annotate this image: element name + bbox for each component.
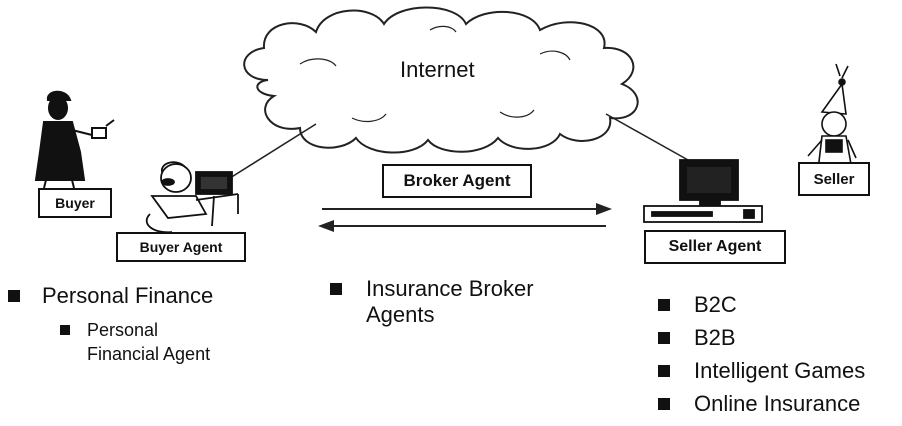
buyer-label-box: Buyer xyxy=(38,188,112,218)
seller-agent-label-box: Seller Agent xyxy=(644,230,786,264)
broker-agent-label: Broker Agent xyxy=(403,171,511,190)
seller-item-intelligent-games: Intelligent Games xyxy=(694,358,866,383)
bullet-icon xyxy=(658,332,670,344)
cloud-to-seller-agent-line xyxy=(605,113,689,161)
bullet-icon xyxy=(330,283,342,295)
cloud-to-buyer-agent-line xyxy=(229,123,317,179)
personal-financial-agent-line1: Personal xyxy=(87,320,159,340)
internet-cloud xyxy=(243,6,639,154)
buyer-figure xyxy=(34,90,115,189)
seller-item-b2c: B2C xyxy=(694,292,737,317)
seller-list-item: B2C xyxy=(658,292,865,325)
buyer-list-subitem: Personal Financial Agent xyxy=(60,318,210,366)
bullet-icon xyxy=(658,398,670,410)
internet-label: Internet xyxy=(400,57,475,82)
seller-agent-computer xyxy=(643,159,763,223)
seller-agent-label: Seller Agent xyxy=(668,238,762,255)
bullet-icon xyxy=(60,325,70,335)
insurance-broker-line2: Agents xyxy=(366,302,435,327)
buyer-agent-label-box: Buyer Agent xyxy=(116,232,246,262)
bullet-icon xyxy=(658,365,670,377)
buyer-agent-figure xyxy=(145,161,239,234)
personal-financial-agent-line2: Financial Agent xyxy=(87,344,211,364)
seller-list-item: B2B xyxy=(658,325,865,358)
seller-label: Seller xyxy=(813,170,855,188)
seller-list: B2C B2B Intelligent Games Online Insuran… xyxy=(658,292,865,424)
arrow-to-buyer-head xyxy=(318,220,334,232)
seller-list-item: Intelligent Games xyxy=(658,358,865,391)
message-arrows xyxy=(318,203,612,232)
insurance-broker-line1: Insurance Broker xyxy=(366,276,534,301)
buyer-label: Buyer xyxy=(55,195,95,211)
seller-label-box: Seller xyxy=(798,162,870,196)
seller-item-b2b: B2B xyxy=(694,325,736,350)
arrow-to-seller-head xyxy=(596,203,612,215)
buyer-list-item: Personal Finance xyxy=(8,283,213,309)
seller-list-item: Online Insurance xyxy=(658,391,865,424)
seller-item-online-insurance: Online Insurance xyxy=(694,391,861,416)
personal-finance-text: Personal Finance xyxy=(42,283,214,308)
bullet-icon xyxy=(8,290,20,302)
bullet-icon xyxy=(658,299,670,311)
broker-list-item: Insurance Broker Agents xyxy=(330,276,534,328)
broker-agent-label-box: Broker Agent xyxy=(382,164,532,198)
buyer-agent-label: Buyer Agent xyxy=(139,239,223,255)
